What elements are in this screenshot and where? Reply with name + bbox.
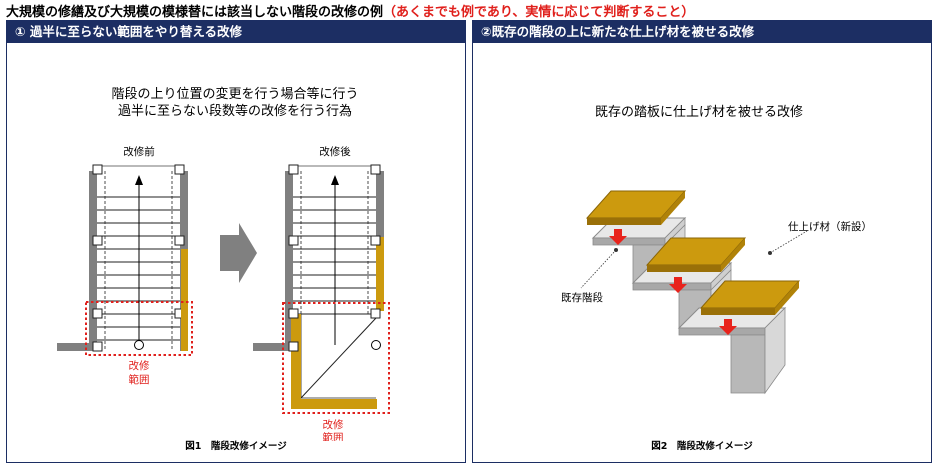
stair-plan-diagram: 階段の上り位置の変更を行う場合等に行う 過半に至らない段数等の改修を行う行為 改… <box>57 86 390 441</box>
before-range-label-line1: 改修 <box>129 359 150 372</box>
step3-nosing <box>678 327 766 336</box>
finish-label: 仕上げ材（新設） <box>788 220 872 233</box>
finish-board-3-front <box>701 308 775 315</box>
existing-leader-dot <box>614 248 618 252</box>
down-arrow-1-icon <box>609 229 627 245</box>
after-up-arrowhead <box>331 175 339 185</box>
before-posts <box>92 164 185 352</box>
finish-board-1-front <box>587 218 661 225</box>
headline-title: 大規模の修繕及び大規模の模様替には該当しない階段の改修の例 <box>6 5 384 20</box>
down-arrows <box>609 229 737 335</box>
existing-leader-line <box>580 249 617 289</box>
right-description: 既存の踏板に仕上げ材を被せる改修 <box>595 105 803 120</box>
finish-leader-line <box>769 230 808 254</box>
page-headline: 大規模の修繕及び大規模の模様替には該当しない階段の改修の例（あくまでも例であり、… <box>6 1 694 20</box>
after-gold-left-new <box>291 314 301 408</box>
before-up-arrowhead <box>135 175 143 185</box>
headline-note: （あくまでも例であり、実情に応じて判断すること） <box>383 5 695 20</box>
after-range-label-line1: 改修 <box>323 418 344 431</box>
after-floor <box>253 343 295 351</box>
after-label: 改修後 <box>319 145 351 158</box>
before-plan: 改修前 <box>57 145 193 386</box>
after-left-wall <box>285 171 293 351</box>
stair-lower-side <box>764 307 786 395</box>
down-arrow-3-icon <box>719 319 737 335</box>
left-caption: 図1 階段改修イメージ <box>185 441 287 452</box>
after-posts <box>288 164 381 352</box>
before-gold-stringer <box>181 249 188 351</box>
finish-board-2-side <box>721 238 745 272</box>
before-range-box <box>85 301 193 356</box>
stair-lower-front <box>730 334 766 394</box>
after-landing-diagonal <box>300 317 377 399</box>
finish-boards <box>585 190 801 315</box>
left-description-line1: 階段の上り位置の変更を行う場合等に行う <box>111 86 358 102</box>
before-floor <box>57 343 99 351</box>
finish-leader-dot <box>768 251 772 255</box>
before-range-label-line2: 範囲 <box>129 373 150 386</box>
transition-arrow-icon <box>220 223 257 283</box>
before-start-circle <box>134 340 144 350</box>
left-panel-header: ① 過半に至らない範囲をやり替える改修 <box>7 21 465 43</box>
left-description-line2: 過半に至らない段数等の改修を行う行為 <box>118 103 352 119</box>
down-arrow-2-icon <box>669 277 687 293</box>
after-plan: 改修後 <box>253 145 390 441</box>
right-panel: ②既存の階段の上に新たな仕上げ材を被せる改修 既存の踏板に仕上げ材を被せる改修 <box>472 20 932 463</box>
finish-board-3-side <box>775 281 799 315</box>
stair-finish-diagram: 既存の踏板に仕上げ材を被せる改修 <box>561 105 872 395</box>
right-caption: 図2 階段改修イメージ <box>651 441 753 452</box>
after-range-label-line2: 範囲 <box>323 431 344 441</box>
after-gold-bottom-new <box>291 399 377 409</box>
existing-label: 既存階段 <box>561 291 603 304</box>
before-label: 改修前 <box>123 145 155 158</box>
after-range-box <box>282 302 390 414</box>
step1-nosing <box>592 237 666 246</box>
after-start-circle <box>371 340 381 350</box>
after-gold-stringer <box>376 237 384 311</box>
right-panel-header: ②既存の階段の上に新たな仕上げ材を被せる改修 <box>473 21 931 43</box>
finish-board-2-front <box>647 265 721 272</box>
before-left-wall <box>89 171 97 351</box>
finish-board-1-side <box>661 191 685 225</box>
left-panel: ① 過半に至らない範囲をやり替える改修 階段の上り位置の変更を行う場合等に行う … <box>6 20 466 463</box>
